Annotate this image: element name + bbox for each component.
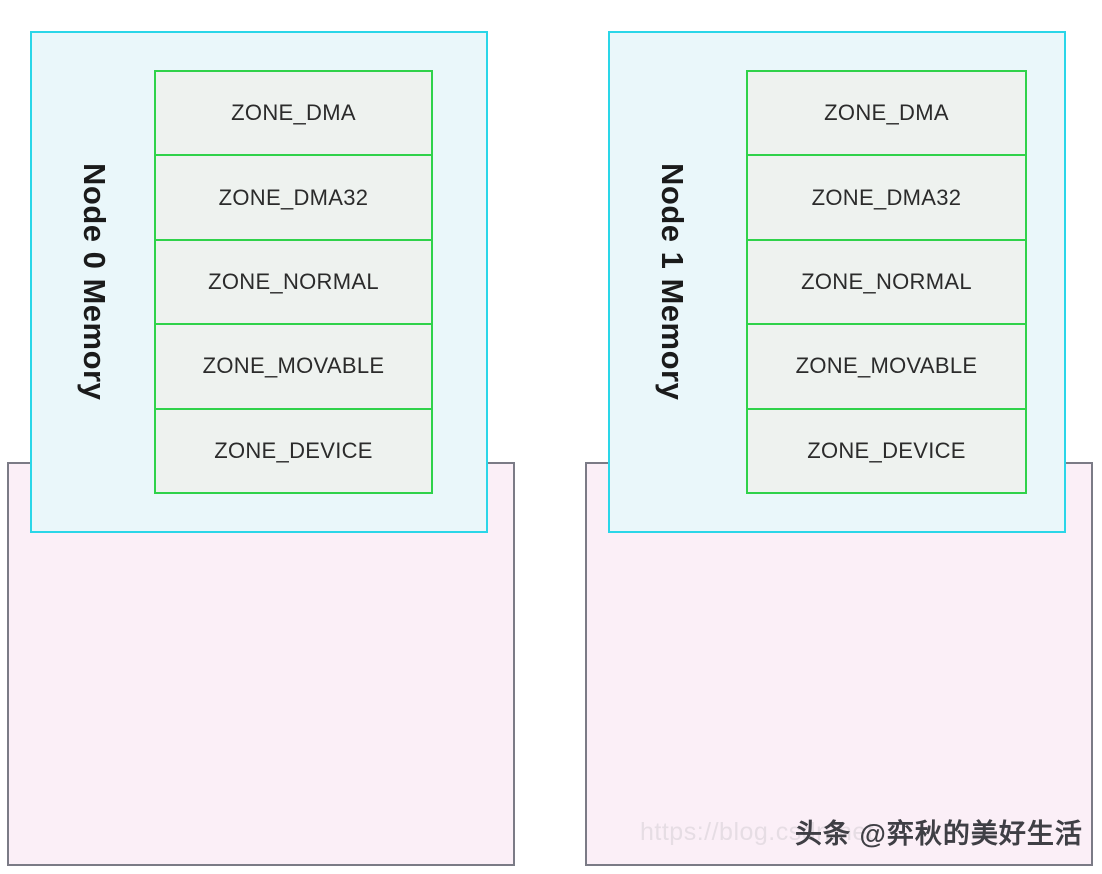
watermark-brand: 头条 @弈秋的美好生活 [795, 819, 1083, 849]
zone-row-dma: ZONE_DMA [748, 72, 1025, 157]
zone-row-device: ZONE_DEVICE [156, 409, 431, 493]
watermark-url: https://blog.csdn.net [640, 818, 875, 846]
zone-row-movable: ZONE_MOVABLE [156, 325, 431, 410]
memory-label-node-0: Node 0 Memory [77, 163, 112, 401]
zone-row-dma: ZONE_DMA [156, 72, 431, 157]
zone-stack-node-1: ZONE_DMA ZONE_DMA32 ZONE_NORMAL ZONE_MOV… [746, 70, 1027, 494]
zone-row-normal: ZONE_NORMAL [748, 240, 1025, 326]
zone-row-dma32: ZONE_DMA32 [156, 156, 431, 241]
memory-label-node-1: Node 1 Memory [655, 163, 690, 401]
zone-row-normal: ZONE_NORMAL [156, 240, 431, 326]
zone-row-dma32: ZONE_DMA32 [748, 156, 1025, 241]
zone-row-device: ZONE_DEVICE [748, 409, 1025, 493]
zone-stack-node-0: ZONE_DMA ZONE_DMA32 ZONE_NORMAL ZONE_MOV… [154, 70, 433, 494]
zone-row-movable: ZONE_MOVABLE [748, 325, 1025, 410]
